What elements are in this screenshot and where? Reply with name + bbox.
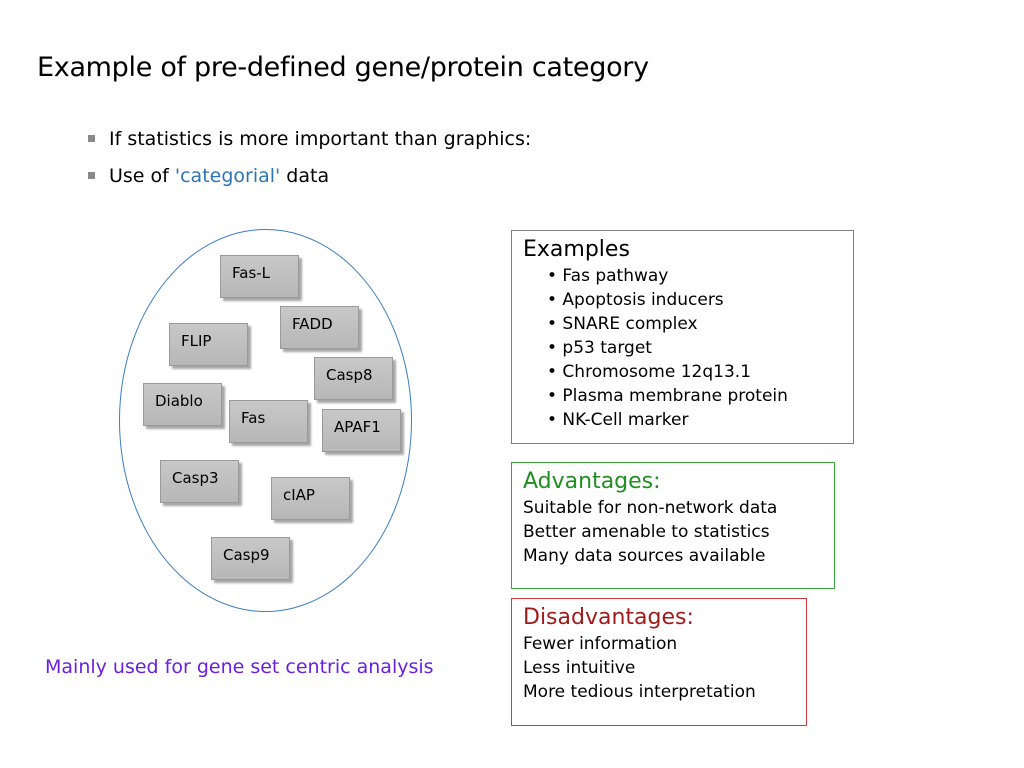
disadvantage-item: More tedious interpretation (523, 682, 756, 702)
gene-box-diablo: Diablo (143, 383, 222, 426)
bullet-text-prefix: Use of (109, 165, 175, 187)
gene-set-ellipse (119, 229, 412, 612)
example-item: • Chromosome 12q13.1 (547, 362, 752, 382)
categorial-highlight: 'categorial' (174, 165, 281, 187)
example-item: • NK-Cell marker (547, 410, 689, 430)
gene-box-casp8: Casp8 (314, 357, 393, 400)
gene-box-fas: Fas (229, 400, 308, 443)
example-item: • SNARE complex (547, 314, 698, 334)
gene-box-casp9: Casp9 (211, 537, 290, 580)
advantages-box: Advantages: Suitable for non-network dat… (511, 462, 835, 589)
example-item: • Apoptosis inducers (547, 290, 724, 310)
advantage-item: Suitable for non-network data (523, 498, 778, 518)
bullet-item: If statistics is more important than gra… (88, 126, 531, 163)
bullet-list: If statistics is more important than gra… (88, 126, 531, 200)
examples-header: Examples (523, 237, 630, 262)
slide-title: Example of pre-defined gene/protein cate… (37, 52, 649, 83)
example-item: • p53 target (547, 338, 652, 358)
disadvantages-box: Disadvantages: Fewer information Less in… (511, 598, 807, 726)
gene-box-casp3: Casp3 (160, 460, 239, 503)
usage-note: Mainly used for gene set centric analysi… (45, 656, 434, 678)
bullet-text-suffix: data (280, 165, 330, 187)
gene-box-apaf1: APAF1 (322, 409, 401, 452)
gene-box-ciap: cIAP (271, 477, 350, 520)
gene-box-flip: FLIP (169, 323, 248, 366)
advantage-item: Many data sources available (523, 546, 766, 566)
advantages-header: Advantages: (523, 469, 661, 494)
disadvantage-item: Fewer information (523, 634, 678, 654)
advantage-item: Better amenable to statistics (523, 522, 770, 542)
gene-box-fadd: FADD (280, 306, 359, 349)
example-item: • Fas pathway (547, 266, 669, 286)
disadvantage-item: Less intuitive (523, 658, 636, 678)
square-bullet-icon (88, 172, 95, 179)
disadvantages-header: Disadvantages: (523, 605, 694, 630)
square-bullet-icon (88, 135, 95, 142)
gene-box-fas-l: Fas-L (220, 255, 299, 298)
bullet-text: If statistics is more important than gra… (109, 128, 532, 150)
bullet-item: Use of 'categorial' data (88, 163, 531, 200)
example-item: • Plasma membrane protein (547, 386, 788, 406)
examples-box: Examples • Fas pathway • Apoptosis induc… (511, 230, 854, 444)
